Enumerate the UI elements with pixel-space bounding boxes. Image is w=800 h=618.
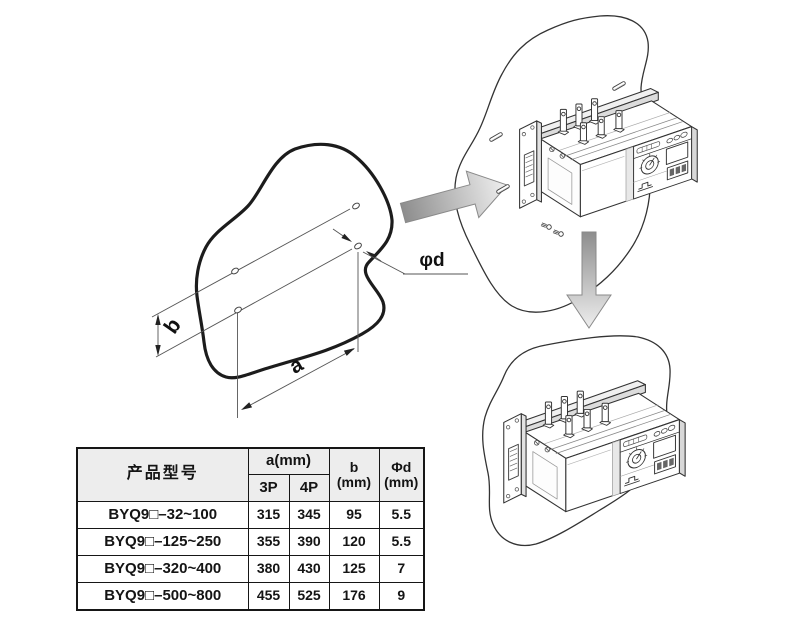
- table-row: BYQ9□–320~400 380 430 125 7: [76, 554, 425, 583]
- dimension-lines: [151, 208, 468, 418]
- a-4p-cell: 430: [288, 554, 330, 583]
- a-3p-cell: 380: [247, 554, 290, 583]
- table-row: BYQ9□–125~250 355 390 120 5.5: [76, 527, 425, 556]
- column-header-a-group: a(mm): [247, 447, 330, 475]
- model-cell: BYQ9□–320~400: [76, 554, 249, 583]
- column-header-3p: 3P: [247, 473, 290, 502]
- mounting-pin-icon: [488, 131, 504, 143]
- column-header-b-symbol: b: [349, 459, 359, 476]
- install-direction-arrow-icon: [399, 170, 509, 224]
- product-dimensions-table: 产品型号 a(mm) b (mm) Φd (mm) 3P 4P BYQ9□–32…: [76, 447, 425, 611]
- a-4p-cell: 390: [288, 527, 330, 556]
- column-header-d-symbol: Φd: [391, 459, 412, 476]
- column-header-d-unit: (mm): [384, 473, 419, 490]
- column-header-4p: 4P: [288, 473, 330, 502]
- table-row: BYQ9□–500~800 455 525 176 9: [76, 581, 425, 610]
- b-cell: 120: [328, 527, 380, 556]
- d-cell: 5.5: [378, 500, 425, 529]
- d-cell: 9: [378, 581, 425, 610]
- table-row: BYQ9□–32~100 315 345 95 5.5: [76, 500, 425, 529]
- model-cell: BYQ9□–500~800: [76, 581, 249, 610]
- column-header-model: 产品型号: [76, 447, 249, 502]
- model-cell: BYQ9□–125~250: [76, 527, 249, 556]
- column-header-d: Φd (mm): [378, 447, 425, 502]
- a-3p-cell: 315: [247, 500, 290, 529]
- b-cell: 95: [328, 500, 380, 529]
- d-cell: 5.5: [378, 527, 425, 556]
- column-header-b-unit: (mm): [336, 473, 372, 490]
- b-cell: 125: [328, 554, 380, 583]
- mounting-pin-icon: [611, 80, 627, 92]
- hole-diameter-label: φd: [419, 250, 444, 271]
- a-3p-cell: 355: [247, 527, 290, 556]
- mounting-holes: [231, 202, 362, 314]
- mounting-screw-icon: [540, 221, 553, 231]
- model-cell: BYQ9□–32~100: [76, 500, 249, 529]
- a-3p-cell: 455: [247, 581, 290, 610]
- dimension-b-label: b: [160, 314, 186, 338]
- d-cell: 7: [378, 554, 425, 583]
- device-in-panel-step2: [504, 381, 685, 512]
- drilling-template-blob: [194, 142, 394, 380]
- column-header-b: b (mm): [328, 447, 380, 502]
- device-in-panel-step1: [488, 80, 697, 238]
- b-cell: 176: [328, 581, 380, 610]
- panel-cutout-blob-top: [454, 15, 651, 313]
- mounting-screw-icon: [552, 228, 565, 238]
- a-4p-cell: 525: [288, 581, 330, 610]
- next-step-arrow-icon: [566, 231, 612, 329]
- a-4p-cell: 345: [288, 500, 330, 529]
